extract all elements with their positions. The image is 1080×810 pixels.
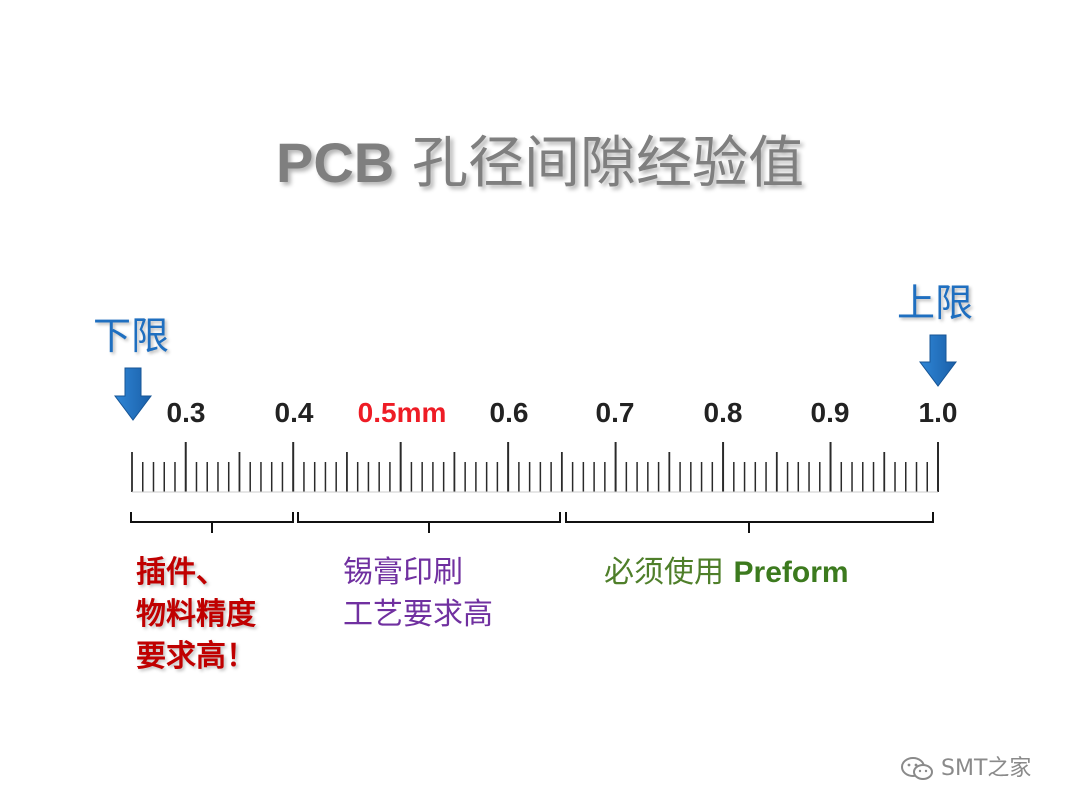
title-prefix: PCB <box>275 131 395 194</box>
brace-left <box>130 512 294 533</box>
watermark: SMT之家 <box>900 750 1031 783</box>
ruler-label-highlight: 0.5mm <box>357 397 447 428</box>
brace-right <box>565 512 934 533</box>
ruler-label: 0.4 <box>274 397 314 428</box>
group-insertion-text: 插件、 物料精度 要求高！ <box>136 552 256 678</box>
group-line: 锡膏印刷 <box>343 555 463 590</box>
ruler-label: 1.0 <box>918 397 958 428</box>
group-printing-text: 锡膏印刷 工艺要求高 <box>343 552 493 636</box>
group-line: 物料精度 <box>136 597 256 632</box>
brace-middle <box>297 512 561 533</box>
upper-limit-label: 上限 <box>897 281 974 325</box>
group-line: 要求高！ <box>136 639 256 674</box>
page-title: PCB 孔径间隙经验值 <box>0 118 1080 199</box>
group-line: 工艺要求高 <box>343 597 493 632</box>
lower-limit-label: 下限 <box>93 314 170 358</box>
lower-limit-arrow-icon <box>114 367 152 421</box>
ruler-label: 0.3 <box>166 397 206 428</box>
upper-limit-arrow-icon <box>919 334 957 387</box>
group-preform-text: 必须使用 Preform <box>604 552 849 594</box>
ruler-ticks <box>131 442 939 493</box>
ruler-label: 0.8 <box>703 397 743 428</box>
wechat-icon <box>901 757 933 780</box>
group-line: 插件、 <box>136 555 226 590</box>
title-text: 孔径间隙经验值 <box>394 131 805 196</box>
ruler-label: 0.6 <box>489 397 529 428</box>
group-preform-cn: 必须使用 <box>604 555 734 590</box>
group-preform-en: Preform <box>733 556 849 589</box>
ruler-label: 0.9 <box>810 397 850 428</box>
watermark-text: SMT之家 <box>941 756 1032 781</box>
ruler-label: 0.7 <box>595 397 635 428</box>
